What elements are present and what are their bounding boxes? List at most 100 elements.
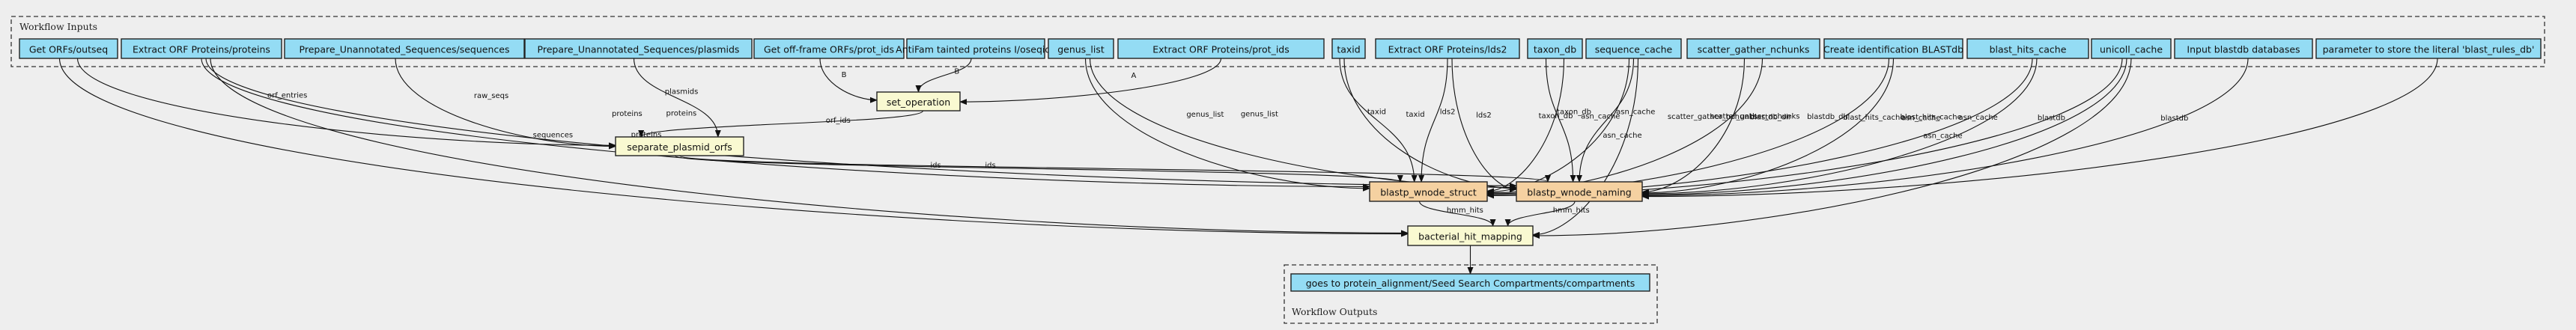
node-label: blastp_wnode_struct xyxy=(1380,187,1477,198)
edge-get-orfs-outseq-to-bacterial-hit-mapping xyxy=(58,58,1409,237)
edge-unicoll-cache-to-blastp-wnode-naming xyxy=(1641,58,2127,198)
edge-label: taxon_db xyxy=(1539,112,1573,120)
input-node-sequence-cache[interactable]: sequence_cache xyxy=(1585,38,1682,59)
node-box xyxy=(1290,273,1650,292)
edge-scatter-gather-nchunks-to-blastp-wnode-struct xyxy=(1486,58,1764,196)
step-node-separate-plasmid-orfs[interactable]: separate_plasmid_orfs xyxy=(615,136,744,156)
nodes-layer: Get ORFs/outseq Extract ORF Proteins/prot… xyxy=(19,38,2542,292)
input-node-extract-prot-ids[interactable]: Extract ORF Proteins/prot_ids xyxy=(1117,38,1325,59)
step-node-set-operation[interactable]: set_operation xyxy=(876,91,961,111)
input-node-blast-hits-cache[interactable]: blast_hits_cache xyxy=(1966,38,2089,59)
inputs-cluster-border xyxy=(10,16,2545,67)
node-box xyxy=(876,91,961,111)
edge-label: orf_ids xyxy=(826,117,851,125)
edge-label: proteins xyxy=(612,110,643,118)
node-box xyxy=(1585,38,1682,59)
node-box xyxy=(19,38,118,59)
node-box xyxy=(906,38,1045,59)
edge-extract-lds2-to-blastp-wnode-naming xyxy=(1451,58,1517,192)
input-node-input-blastdb[interactable]: Input blastdb databases xyxy=(2174,38,2313,59)
edge-separate-plasmid-orfs-to-blastp-wnode-struct xyxy=(674,155,1403,183)
edge-label: genus_list xyxy=(1186,111,1224,119)
step-node-blastp-wnode-naming[interactable]: blastp_wnode_naming xyxy=(1516,181,1643,202)
node-box xyxy=(1117,38,1325,59)
edge-blast-hits-cache-to-blastp-wnode-struct xyxy=(1486,58,2033,198)
edges-layer xyxy=(58,58,2438,275)
input-node-offframe-prot-ids[interactable]: Get off-frame ORFs/prot_ids xyxy=(753,38,905,59)
node-box xyxy=(1369,181,1488,202)
node-label: AntiFam tainted proteins I/oseqids xyxy=(896,44,1056,55)
edge-label: lds2 xyxy=(1440,108,1456,116)
input-node-blast-rules-param[interactable]: parameter to store the literal 'blast_ru… xyxy=(2315,38,2542,59)
node-box xyxy=(1966,38,2089,59)
node-label: taxon_db xyxy=(1534,44,1576,55)
edge-separate-plasmid-orfs-to-blastp-wnode-naming xyxy=(678,155,1551,183)
edge-label: asn_cache xyxy=(1923,132,1962,141)
edge-get-orfs-outseq-to-separate-plasmid-orfs xyxy=(76,58,616,149)
edge-taxon-db-to-blastp-wnode-struct xyxy=(1486,58,1565,195)
node-box xyxy=(2315,38,2542,59)
input-node-scatter-gather-nchunks[interactable]: scatter_gather_nchunks xyxy=(1686,38,1820,59)
node-label: unicoll_cache xyxy=(2100,44,2163,55)
edge-extract-orf-proteins-to-bacterial-hit-mapping xyxy=(210,58,1409,236)
edge-extract-orf-proteins-to-blastp-wnode-naming xyxy=(205,58,1517,189)
node-box xyxy=(1331,38,1366,59)
edge-taxon-db-to-blastp-wnode-naming xyxy=(1545,58,1576,183)
node-box xyxy=(524,38,753,59)
edge-label: ids xyxy=(985,162,995,170)
input-node-prep-plasmids[interactable]: Prepare_Unannotated_Sequences/plasmids xyxy=(524,38,753,59)
edge-blastp-wnode-struct-to-bacterial-hit-mapping xyxy=(1418,201,1496,227)
node-box xyxy=(2091,38,2172,59)
edge-label: plasmids xyxy=(665,88,699,96)
input-node-taxon-db[interactable]: taxon_db xyxy=(1527,38,1583,59)
edge-label: scatter_gather_nchunks xyxy=(1668,113,1758,121)
node-label: scatter_gather_nchunks xyxy=(1698,44,1810,55)
edge-blast-rules-param-to-blastp-wnode-naming xyxy=(1641,58,2438,200)
edge-label: asn_cache xyxy=(1901,114,1940,123)
input-node-extract-lds2[interactable]: Extract ORF Proteins/lds2 xyxy=(1375,38,1520,59)
step-node-bacterial-hit-mapping[interactable]: bacterial_hit_mapping xyxy=(1407,225,1534,246)
input-node-prep-sequences[interactable]: Prepare_Unannotated_Sequences/sequences xyxy=(284,38,525,59)
input-node-extract-orf-proteins[interactable]: Extract ORF Proteins/proteins xyxy=(121,38,282,59)
edge-label: proteins xyxy=(631,131,662,139)
edge-scatter-gather-nchunks-to-blastp-wnode-naming xyxy=(1641,58,1746,195)
output-node-out-compartments[interactable]: goes to protein_alignment/Seed Search Co… xyxy=(1290,273,1650,292)
edge-blast-hits-cache-to-blastp-wnode-naming xyxy=(1641,58,2038,197)
edge-label: hmm_hits xyxy=(1553,207,1590,215)
outputs-cluster-border xyxy=(1284,264,1658,324)
edge-label: B xyxy=(842,71,847,79)
input-node-create-blastdb[interactable]: Create identification BLASTdb xyxy=(1823,38,1963,59)
edge-input-blastdb-to-blastp-wnode-naming xyxy=(1641,58,2249,199)
input-node-get-orfs-outseq[interactable]: Get ORFs/outseq xyxy=(19,38,118,59)
edge-taxid-to-blastp-wnode-naming xyxy=(1343,58,1517,192)
edge-create-blastdb-to-blastp-wnode-naming xyxy=(1641,58,1895,196)
edge-sequence-cache-to-blastp-wnode-struct xyxy=(1486,58,1630,195)
node-box xyxy=(615,136,744,156)
edge-label: blast_hits_cache xyxy=(1843,114,1904,122)
node-box xyxy=(1686,38,1820,59)
edge-label: genus_list xyxy=(1241,111,1278,119)
input-node-genus-list[interactable]: genus_list xyxy=(1048,38,1114,59)
edge-genus-list-to-blastp-wnode-struct xyxy=(1084,58,1370,192)
input-node-unicoll-cache[interactable]: unicoll_cache xyxy=(2091,38,2172,59)
node-label: set_operation xyxy=(887,97,950,108)
step-node-blastp-wnode-struct[interactable]: blastp_wnode_struct xyxy=(1369,181,1488,202)
node-box xyxy=(284,38,525,59)
input-node-taxid[interactable]: taxid xyxy=(1331,38,1366,59)
node-label: Get ORFs/outseq xyxy=(29,44,108,55)
edge-label: ids xyxy=(930,162,941,170)
node-box xyxy=(1375,38,1520,59)
node-box xyxy=(753,38,905,59)
workflow-outputs-cluster: Workflow Outputs xyxy=(1284,264,1658,324)
node-label: Extract ORF Proteins/prot_ids xyxy=(1152,44,1289,55)
edge-sequence-cache-to-blastp-wnode-naming xyxy=(1576,58,1635,183)
node-label: Get off-frame ORFs/prot_ids xyxy=(764,44,894,55)
input-node-antifam-oseqids[interactable]: AntiFam tainted proteins I/oseqids xyxy=(896,38,1056,59)
node-box xyxy=(1407,225,1534,246)
edge-antifam-oseqids-to-set-operation xyxy=(915,58,972,93)
edge-extract-prot-ids-to-set-operation xyxy=(959,58,1222,106)
edge-label: blast_hits_cache xyxy=(1901,113,1962,121)
edge-label: orf_entries xyxy=(267,91,307,100)
